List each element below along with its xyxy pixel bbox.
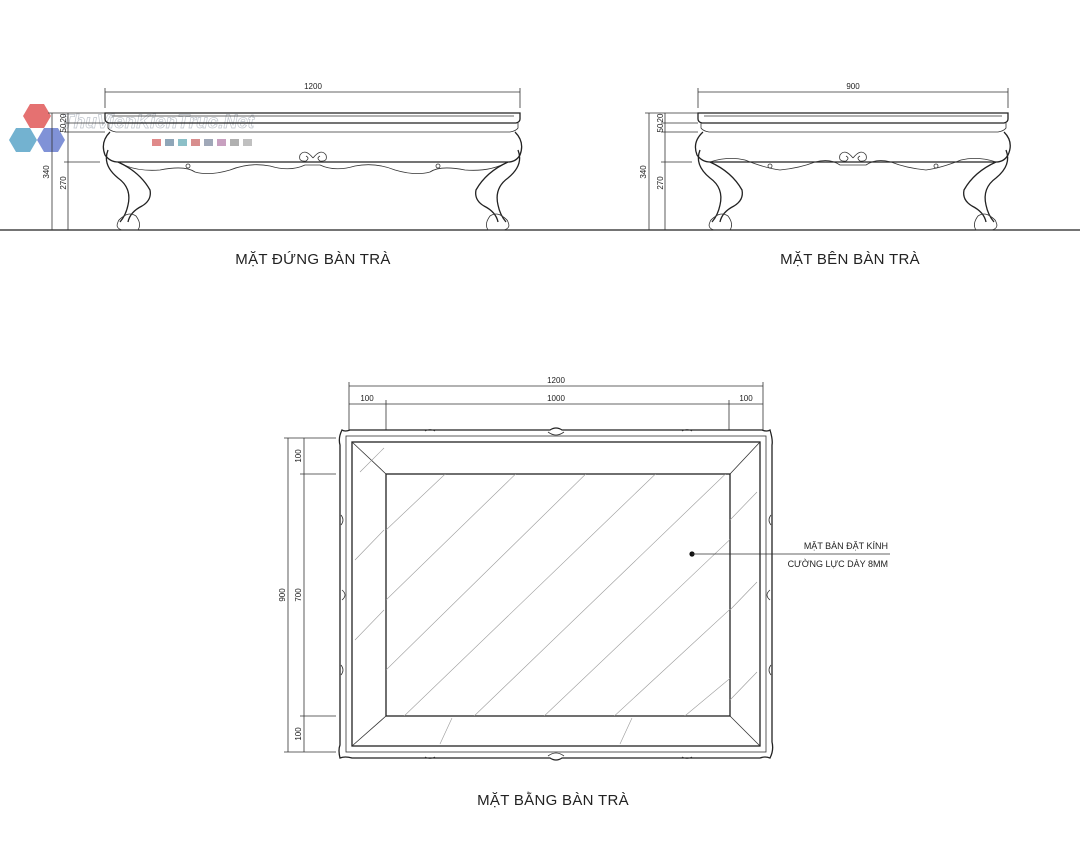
- side-height-dimensions: 340 20 50 270: [639, 112, 698, 230]
- plan-frame-ornaments: [340, 429, 772, 759]
- plan-outer-frame: [338, 427, 774, 761]
- side-top-label: 20: [656, 113, 665, 122]
- front-leg-label: 270: [59, 176, 68, 190]
- plan-width-dimensions: 1200 100 1000 100: [348, 376, 764, 430]
- watermark-logo: ThuVienKienTruc.Net: [9, 104, 255, 152]
- front-left-foot: [116, 213, 140, 231]
- front-scroll-ornament: [185, 151, 441, 169]
- side-apron-label: 50: [656, 123, 665, 132]
- watermark-color-swatches: [152, 139, 252, 146]
- plan-depth-dimensions: 900 100 700 100: [278, 437, 336, 753]
- side-apron: [694, 131, 1011, 163]
- side-width-dimension: 900: [697, 82, 1009, 108]
- front-right-leg: [475, 149, 521, 223]
- plan-right-band-label: 100: [739, 394, 753, 403]
- front-tabletop: [104, 112, 521, 124]
- plan-left-band-label: 100: [360, 394, 374, 403]
- front-view-title: MẶT ĐỨNG BÀN TRÀ: [235, 251, 390, 268]
- front-height-dimensions: 340 20 50 270: [42, 112, 105, 230]
- front-total-height-label: 340: [42, 165, 51, 179]
- front-apron-label: 50: [59, 123, 68, 132]
- side-left-foot: [708, 213, 732, 231]
- side-scroll-ornament: [767, 151, 939, 169]
- front-width-dimension: 1200: [104, 82, 521, 108]
- side-left-leg: [697, 149, 743, 223]
- side-width-label: 900: [846, 82, 860, 91]
- plan-view-title: MẶT BẰNG BÀN TRÀ: [477, 791, 629, 809]
- side-tabletop: [697, 112, 1009, 124]
- plan-glass-top: [385, 473, 731, 717]
- side-right-leg: [963, 149, 1009, 223]
- plan-bottom-band-label: 100: [294, 727, 303, 741]
- side-total-height-label: 340: [639, 165, 648, 179]
- plan-width-label: 1200: [547, 376, 565, 385]
- plan-middle-label: 1000: [547, 394, 565, 403]
- front-width-label: 1200: [304, 82, 322, 91]
- plan-view: 1200 100 1000 100 900 100 700 100: [278, 376, 890, 809]
- side-elevation: 900 340 20 50 270 MẶT BÊN BÀN TR: [639, 82, 1011, 268]
- front-left-leg: [105, 149, 151, 223]
- front-apron: [102, 131, 523, 163]
- plan-glass-frame: [351, 441, 761, 747]
- side-leg-label: 270: [656, 176, 665, 190]
- front-right-foot: [486, 213, 510, 231]
- plan-depth-label: 900: [278, 588, 287, 602]
- plan-center-label: 700: [294, 588, 303, 602]
- plan-top-band-label: 100: [294, 449, 303, 463]
- front-top-label: 20: [59, 113, 68, 122]
- plan-note-line2: CƯỜNG LỰC DÀY 8MM: [788, 559, 888, 569]
- plan-frame-hatching: [354, 447, 758, 745]
- side-view-title: MẶT BÊN BÀN TRÀ: [780, 251, 920, 268]
- front-elevation: 1200 340 20 50 2: [42, 82, 523, 268]
- side-right-foot: [974, 213, 998, 231]
- plan-glass-note: MẶT BÀN ĐẶT KÍNH CƯỜNG LỰC DÀY 8MM: [689, 541, 890, 569]
- plan-note-line1: MẶT BÀN ĐẶT KÍNH: [804, 541, 888, 551]
- plan-glass-hatching: [386, 474, 730, 716]
